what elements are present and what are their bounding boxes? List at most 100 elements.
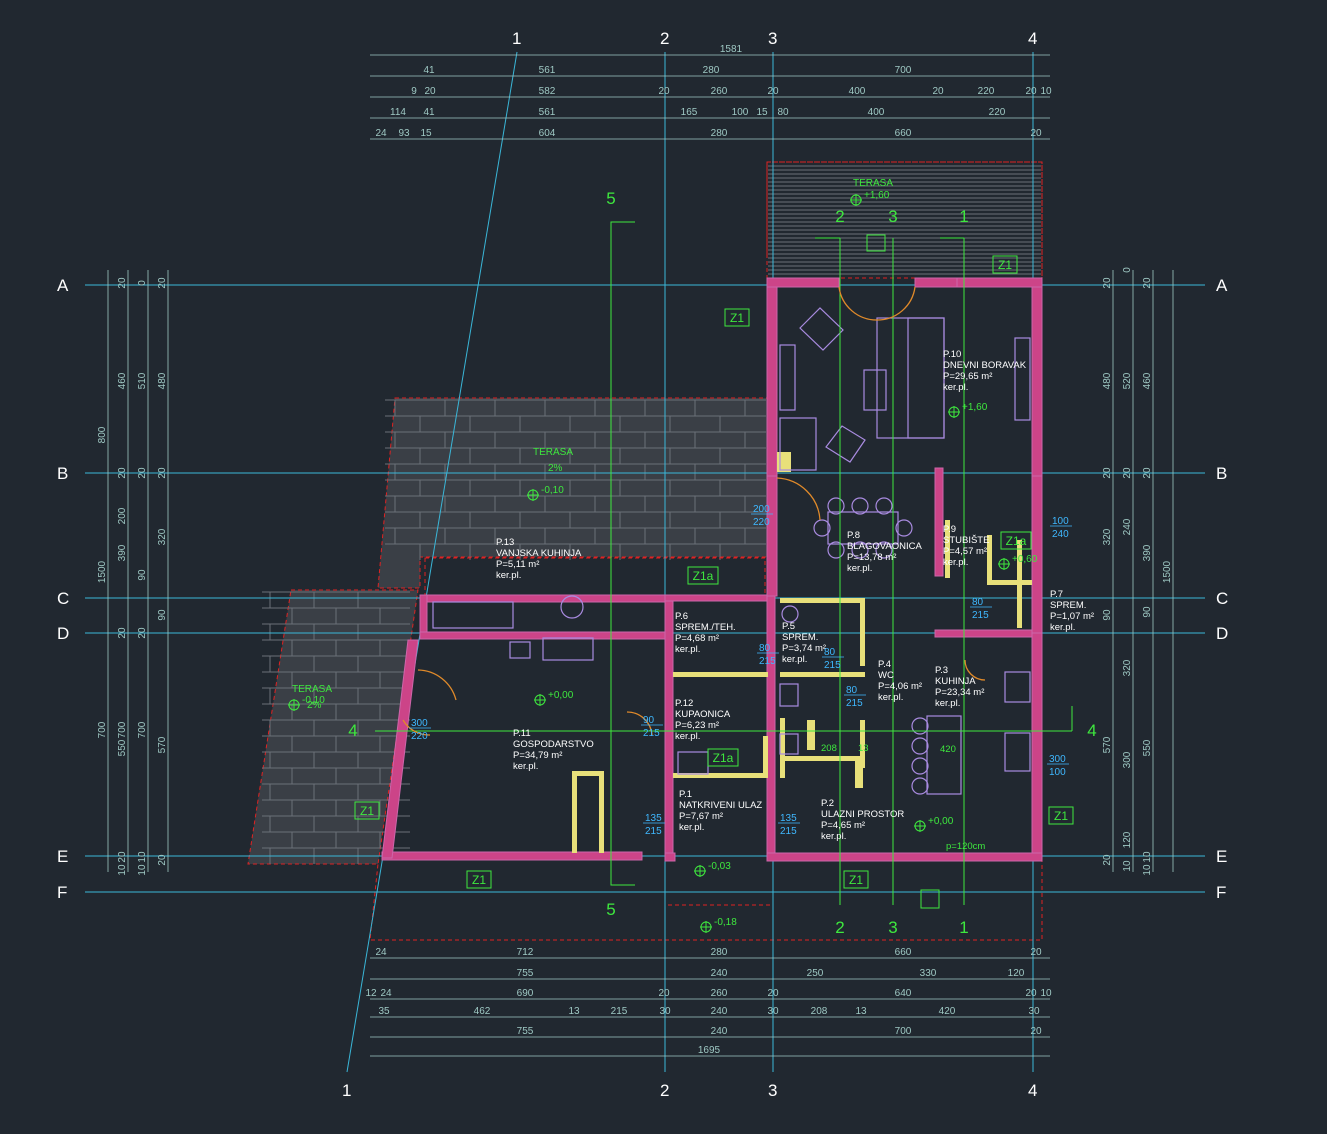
dimension-value: 10	[1142, 864, 1153, 876]
room-text-line: ker.pl.	[513, 761, 538, 772]
door-height: 215	[972, 610, 989, 621]
dimension-value: 10	[1040, 988, 1052, 999]
window-tag: Z1	[998, 258, 1012, 272]
door-height: 220	[753, 517, 770, 528]
dimension-value: 208	[811, 1006, 828, 1017]
room-text-line: SPREM.	[782, 632, 818, 643]
dimension-value: 90	[157, 609, 168, 621]
room-text-line: DNEVNI BORAVAK	[943, 360, 1027, 371]
section-mark: 2	[835, 207, 844, 226]
room-text-line: P=13,78 m²	[847, 552, 896, 563]
door-width: 80	[846, 685, 858, 696]
axis-row-label-left: C	[57, 589, 69, 608]
dimension-value: 390	[1142, 544, 1153, 561]
dimension-value: 20	[1102, 277, 1113, 289]
dimension-value: 20	[157, 467, 168, 479]
section-mark: 4	[1087, 721, 1096, 740]
dimension-value: 460	[1142, 372, 1153, 389]
dimension-value: 240	[711, 1006, 728, 1017]
room-text-line: KUPAONICA	[675, 709, 731, 720]
dimension-value: 570	[1102, 736, 1113, 753]
dimension-value: 220	[989, 107, 1006, 118]
dimension-value: 1500	[1162, 560, 1173, 583]
dimension-value: 390	[117, 544, 128, 561]
dimension-value: 90	[1102, 609, 1113, 621]
dimension-value: 220	[978, 86, 995, 97]
dimension-value: 20	[1025, 988, 1037, 999]
dimension-value: 0	[1122, 267, 1133, 273]
level-value: -0,18	[714, 917, 737, 928]
dimension-value: 20	[658, 86, 670, 97]
dimension-value: 20	[1122, 467, 1133, 479]
room-text-line: ker.pl.	[878, 692, 903, 703]
room-text-line: BLAGOVAONICA	[847, 541, 922, 552]
terrace-label: TERASA	[292, 684, 332, 695]
section-lines	[375, 221, 1073, 909]
axis-row-label-left: D	[57, 624, 69, 643]
dimension-value: 20	[1102, 467, 1113, 479]
room-text-line: P=29,65 m²	[943, 371, 992, 382]
dimension-value: 120	[1122, 831, 1133, 848]
dimension-value: 20	[137, 627, 148, 639]
dimension-value: 215	[611, 1006, 628, 1017]
dimension-value: 20	[117, 467, 128, 479]
axis-column-label-top: 3	[768, 29, 777, 48]
dimension-value: 15	[756, 107, 768, 118]
door-height: 215	[824, 660, 841, 671]
dimension-value: 1581	[720, 44, 743, 55]
room-text-line: P=1,07 m²	[1050, 611, 1094, 622]
dimension-value: 20	[117, 851, 128, 863]
door-height: 215	[643, 728, 660, 739]
window-tag: Z1	[1054, 809, 1068, 823]
room-text-line: P.11	[513, 728, 531, 739]
dimension-value: 200	[117, 507, 128, 524]
dimension-value: 240	[711, 968, 728, 979]
dimension-value: 700	[97, 721, 108, 738]
room-text-line: SPREM.	[1050, 600, 1086, 611]
dimension-value: 755	[517, 1026, 534, 1037]
window-tag: Z1	[849, 873, 863, 887]
dimension-value: 570	[157, 736, 168, 753]
axis-column-label-bottom: 1	[342, 1081, 351, 1100]
room-text-line: KUHINJA	[935, 676, 976, 687]
room-text-line: P.13	[496, 537, 514, 548]
annotation: 13	[858, 743, 869, 754]
axis-row-label-left: A	[57, 276, 69, 295]
dimension-value: 462	[474, 1006, 491, 1017]
dimension-value: 10	[117, 864, 128, 876]
dimension-value: 320	[1122, 659, 1133, 676]
dimension-value: 700	[895, 65, 912, 76]
level-markers: +1,60+1,60-0,10+0,60+0,00-0,10+0,00-0,03…	[288, 190, 1038, 933]
dimension-value: 550	[1142, 739, 1153, 756]
room-text-line: P.10	[943, 349, 961, 360]
terrace-label: TERASA	[533, 447, 573, 458]
window-tag: Z1a	[713, 751, 734, 765]
dimension-value: 660	[895, 947, 912, 958]
room-text-line: P.8	[847, 530, 860, 541]
dimension-value: 700	[117, 721, 128, 738]
axis-row-label-left: B	[57, 464, 68, 483]
room-text-line: ker.pl.	[679, 822, 704, 833]
level-value: -0,03	[708, 861, 731, 872]
dimension-value: 1500	[97, 560, 108, 583]
room-text-line: P=7,67 m²	[679, 811, 723, 822]
room-text-line: ker.pl.	[943, 557, 968, 568]
dimension-value: 280	[711, 128, 728, 139]
room-text-line: ker.pl.	[675, 644, 700, 655]
room-text-line: GOSPODARSTVO	[513, 739, 594, 750]
dimension-value: 80	[777, 107, 789, 118]
dimension-value: 12	[365, 988, 377, 999]
dimension-value: 114	[390, 107, 406, 118]
axis-column-label-top: 4	[1028, 29, 1037, 48]
room-text-line: P=4,57 m²	[943, 546, 987, 557]
